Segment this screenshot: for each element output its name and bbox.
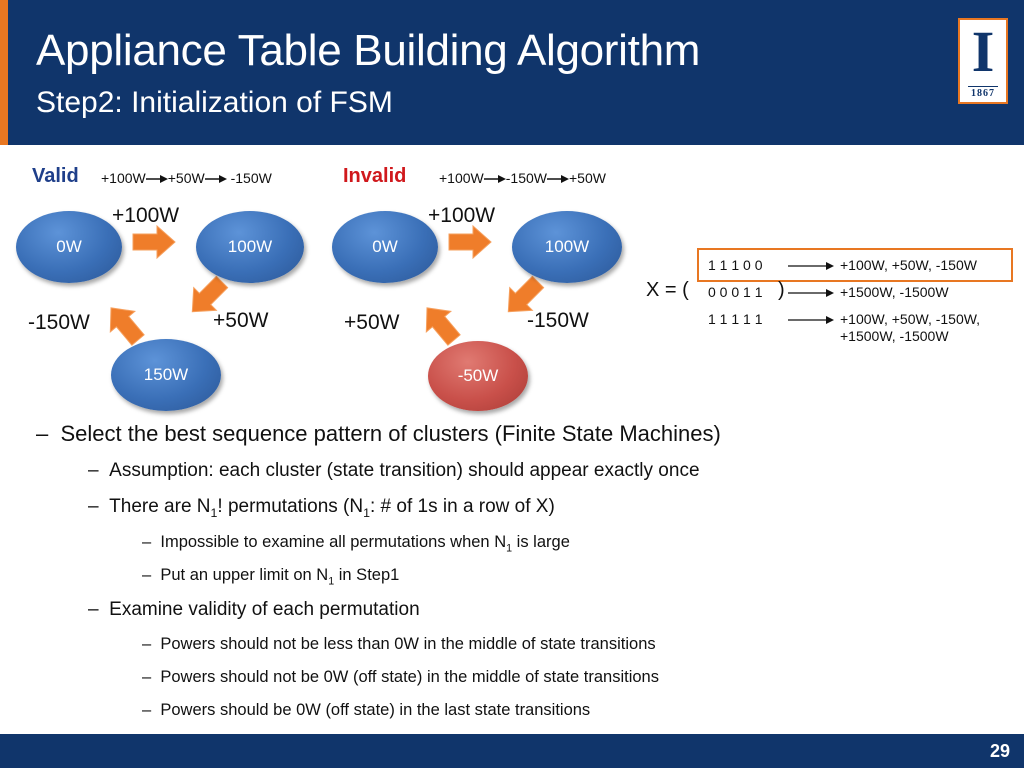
invalid-node-100w: 100W bbox=[512, 211, 622, 283]
matrix-row-3-result-line1: +100W, +50W, -150W, bbox=[840, 311, 981, 327]
bullet-dash: – bbox=[88, 599, 99, 620]
logo-divider bbox=[968, 86, 998, 87]
valid-seq-3: -150W bbox=[230, 170, 272, 186]
arrow-right-icon bbox=[145, 175, 168, 184]
invalid-edge-label-right: -150W bbox=[527, 309, 589, 332]
bullet-dash: – bbox=[88, 496, 99, 517]
bullet-text: There are N bbox=[109, 496, 211, 517]
footer-bar bbox=[0, 734, 1024, 768]
arrow-right-icon bbox=[788, 289, 834, 297]
matrix-suffix: ) bbox=[778, 279, 785, 301]
bullet-not-less-than-zero: – Powers should not be less than 0W in t… bbox=[142, 635, 656, 654]
logo-year: 1867 bbox=[971, 88, 995, 99]
subscript: 1 bbox=[506, 542, 513, 555]
bullet-text: Select the best sequence pattern of clus… bbox=[60, 421, 721, 446]
block-i-icon: I bbox=[971, 19, 995, 84]
invalid-seq-3: +50W bbox=[568, 170, 606, 186]
invalid-arrow-left bbox=[414, 297, 467, 351]
bullet-text: Put an upper limit on N bbox=[160, 566, 329, 584]
matrix-row-3-bits: 1 1 1 1 1 bbox=[708, 311, 763, 327]
bullet-dash: – bbox=[142, 533, 152, 551]
valid-seq-2: +50W bbox=[167, 170, 205, 186]
bullet-select-best-sequence: – Select the best sequence pattern of cl… bbox=[36, 421, 721, 447]
invalid-label: Invalid bbox=[343, 165, 407, 187]
valid-node-0w: 0W bbox=[16, 211, 122, 283]
arrow-right-icon bbox=[788, 262, 834, 270]
bullet-text: Examine validity of each permutation bbox=[109, 599, 420, 620]
valid-edge-label-top: +100W bbox=[112, 204, 180, 227]
highlight-box bbox=[697, 248, 1013, 282]
bullet-dash: – bbox=[142, 701, 152, 719]
bullet-dash: – bbox=[36, 421, 49, 446]
bullet-text: Assumption: each cluster (state transiti… bbox=[109, 460, 700, 481]
valid-seq-1: +100W bbox=[101, 170, 146, 186]
invalid-seq-1: +100W bbox=[439, 170, 484, 186]
bullet-text: Powers should not be less than 0W in the… bbox=[160, 635, 656, 653]
subscript: 1 bbox=[363, 505, 370, 520]
bullet-text: Impossible to examine all permutations w… bbox=[160, 533, 507, 551]
invalid-edge-label-top: +100W bbox=[428, 204, 496, 227]
arrow-right-icon bbox=[788, 316, 834, 324]
bullet-dash: – bbox=[142, 635, 152, 653]
bullet-zero-last: – Powers should be 0W (off state) in the… bbox=[142, 701, 590, 720]
invalid-seq-2: -150W bbox=[505, 170, 547, 186]
bullet-dash: – bbox=[142, 668, 152, 686]
valid-edge-label-right: +50W bbox=[213, 309, 269, 332]
invalid-edge-label-left: +50W bbox=[344, 311, 400, 334]
slide-subtitle: Step2: Initialization of FSM bbox=[36, 86, 393, 119]
arrow-right-icon bbox=[546, 175, 569, 184]
slide-title: Appliance Table Building Algorithm bbox=[36, 26, 701, 75]
bullet-impossible-examine: – Impossible to examine all permutations… bbox=[142, 533, 570, 554]
valid-label: Valid bbox=[32, 165, 79, 187]
matrix-arrows bbox=[788, 262, 834, 324]
matrix-row-1-bits: 1 1 1 0 0 bbox=[708, 257, 763, 273]
header-accent-stripe bbox=[0, 0, 8, 145]
arrow-right-icon bbox=[483, 175, 506, 184]
invalid-sequence: +100W -150W +50W bbox=[439, 170, 606, 186]
bullet-text: ! permutations (N bbox=[217, 496, 364, 517]
matrix-prefix: X = ( bbox=[646, 279, 689, 301]
subscript: 1 bbox=[210, 505, 218, 520]
bullet-assumption: – Assumption: each cluster (state transi… bbox=[88, 460, 700, 482]
invalid-node-neg50w: -50W bbox=[428, 341, 528, 411]
valid-node-150w: 150W bbox=[111, 339, 221, 411]
invalid-node-0w: 0W bbox=[332, 211, 438, 283]
invalid-arrow-top bbox=[448, 225, 492, 259]
matrix-row-2-result: +1500W, -1500W bbox=[840, 284, 949, 300]
bullet-upper-limit: – Put an upper limit on N1 in Step1 bbox=[142, 566, 399, 587]
matrix-row-1-result: +100W, +50W, -150W bbox=[840, 257, 977, 273]
bullet-text: Powers should be 0W (off state) in the l… bbox=[160, 701, 591, 719]
matrix-row-3-result-line2: +1500W, -1500W bbox=[840, 328, 949, 344]
bullet-text: is large bbox=[512, 533, 570, 551]
header-bar bbox=[0, 0, 1024, 145]
subscript: 1 bbox=[328, 575, 335, 588]
bullet-examine-validity: – Examine validity of each permutation bbox=[88, 599, 420, 621]
bullet-permutations: – There are N1! permutations (N1: # of 1… bbox=[88, 496, 555, 520]
matrix-row-2-bits: 0 0 0 1 1 bbox=[708, 284, 763, 300]
valid-arrow-top bbox=[132, 225, 176, 259]
bullet-dash: – bbox=[142, 566, 152, 584]
bullet-text: : # of 1s in a row of X) bbox=[370, 496, 555, 517]
valid-edge-label-left: -150W bbox=[28, 311, 90, 334]
bullet-dash: – bbox=[88, 460, 99, 481]
page-number: 29 bbox=[989, 741, 1010, 761]
valid-node-100w: 100W bbox=[196, 211, 304, 283]
bullet-not-zero-middle: – Powers should not be 0W (off state) in… bbox=[142, 668, 659, 687]
bullet-text: in Step1 bbox=[334, 566, 400, 584]
valid-sequence: +100W +50W -150W bbox=[101, 170, 272, 186]
university-logo: I 1867 bbox=[958, 18, 1008, 104]
arrow-right-icon bbox=[204, 175, 227, 184]
bullet-text: Powers should not be 0W (off state) in t… bbox=[160, 668, 659, 686]
